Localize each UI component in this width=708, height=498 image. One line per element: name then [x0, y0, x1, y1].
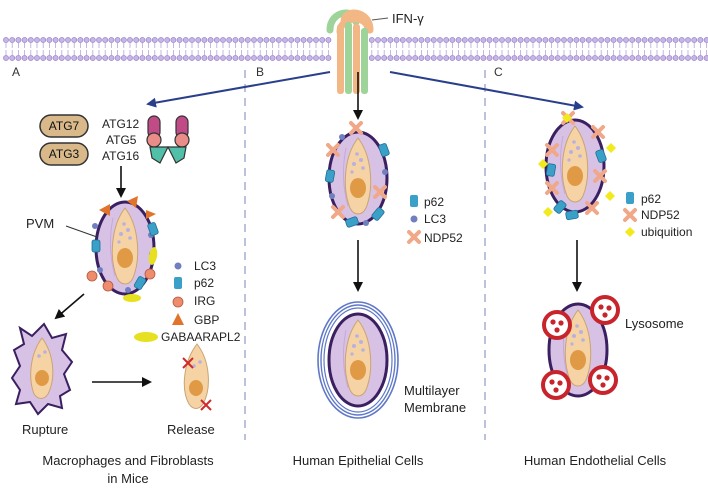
- p62-legend-label-b: p62: [424, 195, 444, 209]
- lysosome-1: [542, 310, 572, 340]
- gabaarapl2-legend-icon: [134, 332, 158, 342]
- atg3-box: ATG3: [39, 142, 89, 166]
- atg16-label: ATG16: [102, 149, 139, 163]
- multilayer-label-line1: Multilayer: [404, 383, 460, 398]
- multilayer-label-line2: Membrane: [404, 400, 466, 415]
- lysosome-label: Lysosome: [625, 316, 684, 331]
- lc3-legend-label: LC3: [194, 259, 216, 273]
- gbp-legend-icon: [172, 313, 184, 325]
- lysosome-3: [541, 370, 571, 400]
- p62-legend-icon-b: [410, 195, 418, 207]
- panel-c-lysosome-vacuole: [541, 295, 620, 400]
- ruptured-vacuole: [10, 322, 74, 416]
- panel-b-effectors: [324, 121, 391, 229]
- arrow-to-panel-a: [146, 71, 331, 108]
- p62-legend-icon-c: [626, 192, 634, 204]
- atg7-box: ATG7: [39, 114, 89, 138]
- ubiquition-legend-label-c: ubiquition: [641, 225, 692, 239]
- arrow-vacuole-to-rupture: [54, 293, 85, 320]
- panel-a-caption-line1: Macrophages and Fibroblasts: [42, 453, 214, 468]
- ndp52-legend-icon-c: [623, 208, 637, 222]
- gabaarapl2-legend-label: GABAARAPL2: [161, 330, 241, 344]
- panel-label-c: C: [494, 65, 503, 79]
- cell-membrane: [3, 37, 708, 61]
- panel-c-legend: [623, 192, 637, 237]
- rupture-label: Rupture: [22, 422, 68, 437]
- p62-legend-label-c: p62: [641, 192, 661, 206]
- panel-a-legend: [134, 262, 184, 342]
- panel-c-effectors: [538, 111, 616, 221]
- release-label: Release: [167, 422, 215, 437]
- pvm-pointer-line: [65, 225, 98, 238]
- pvm-label: PVM: [26, 216, 54, 231]
- panel-a-effectors: [86, 196, 160, 302]
- panel-b-caption: Human Epithelial Cells: [293, 453, 424, 468]
- ndp52-legend-icon-b: [407, 230, 421, 244]
- panel-a-caption-line2: in Mice: [107, 471, 148, 486]
- ndp52-legend-label-c: NDP52: [641, 208, 680, 222]
- lc3-legend-icon-b: [410, 215, 418, 223]
- arrow-to-panel-c: [389, 71, 584, 111]
- gbp-legend-label: GBP: [194, 313, 219, 327]
- lc3-legend-icon: [174, 262, 182, 270]
- multilayer-membrane-vacuole: [317, 301, 399, 419]
- p62-legend-icon: [174, 277, 182, 289]
- lc3-legend-label-b: LC3: [424, 212, 446, 226]
- ifn-gamma-label: IFN-γ: [392, 11, 424, 26]
- ubiquition-legend-icon-c: [625, 227, 635, 237]
- atg7-label: ATG7: [49, 119, 80, 133]
- lysosome-4: [588, 365, 618, 395]
- released-parasite: [182, 343, 212, 411]
- p62-legend-label: p62: [194, 276, 214, 290]
- atg5-label: ATG5: [106, 133, 137, 147]
- atg-complex-icon: [146, 115, 190, 164]
- panel-label-b: B: [256, 65, 264, 79]
- panel-c-caption: Human Endothelial Cells: [524, 453, 667, 468]
- lysosome-2: [590, 295, 620, 325]
- atg12-label: ATG12: [102, 117, 139, 131]
- panel-label-a: A: [12, 65, 20, 79]
- irg-legend-icon: [172, 296, 184, 308]
- panel-b-legend: [407, 195, 421, 244]
- atg3-label: ATG3: [49, 147, 80, 161]
- ifn-gamma-receptor: [326, 9, 389, 94]
- ndp52-legend-label-b: NDP52: [424, 231, 463, 245]
- irg-legend-label: IRG: [194, 294, 215, 308]
